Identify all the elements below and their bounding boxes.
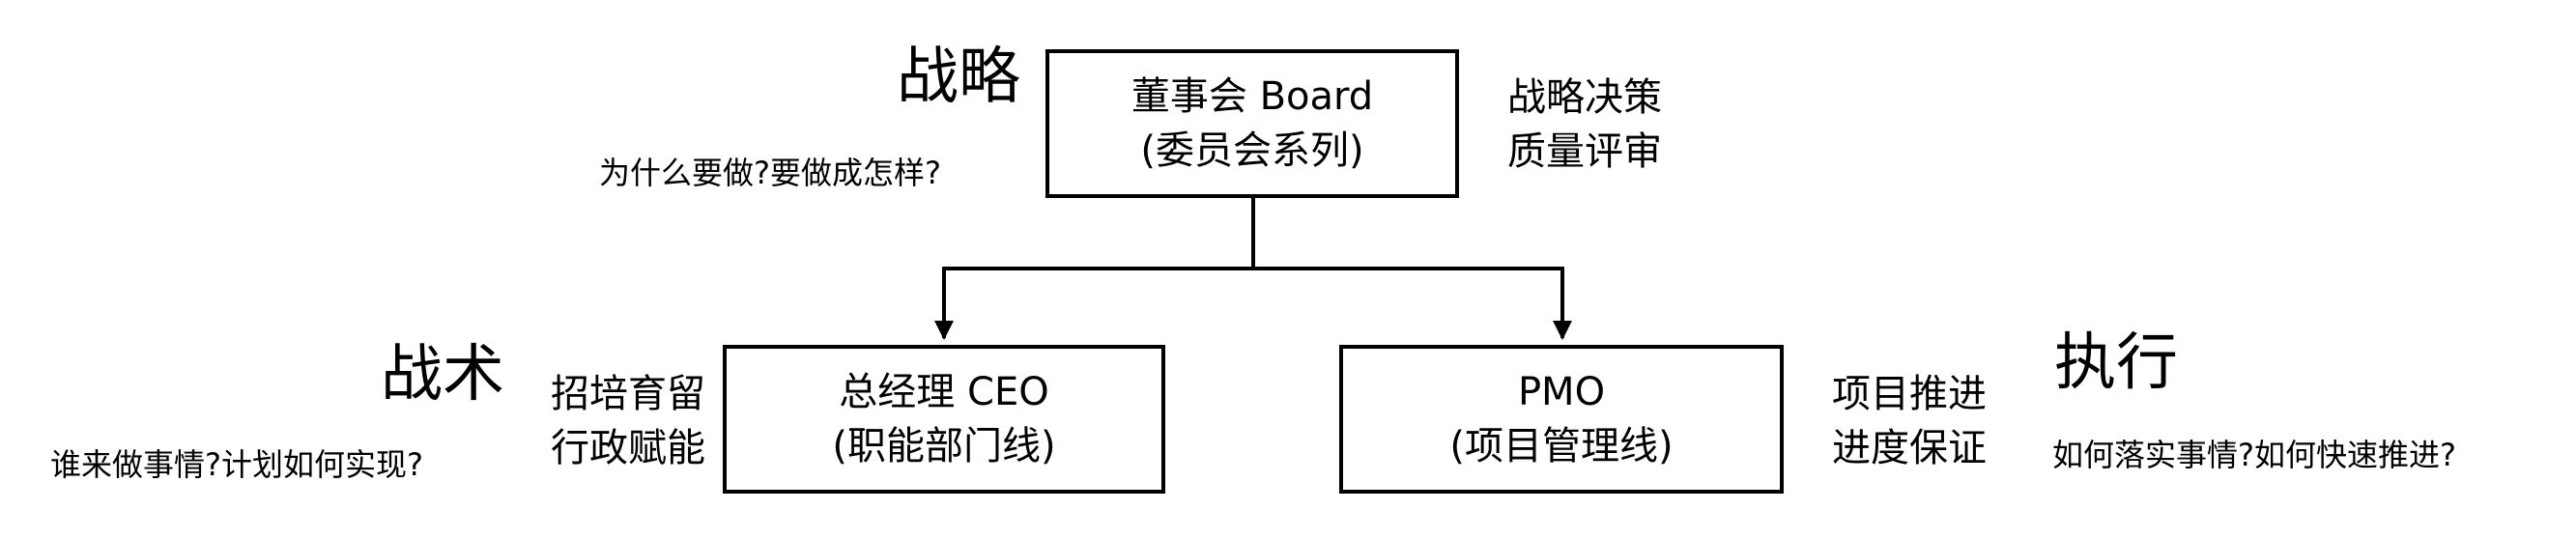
strategy-title: 战略 bbox=[897, 42, 1020, 113]
pmo-node-title: PMO bbox=[1517, 370, 1606, 414]
tactics-title: 战术 bbox=[381, 339, 504, 411]
board-node-subtitle: (委员会系列) bbox=[1140, 128, 1364, 173]
board-node: 董事会 Board (委员会系列) bbox=[1045, 49, 1459, 198]
board-node-title: 董事会 Board bbox=[1131, 74, 1374, 119]
tactics-duty-2: 行政赋能 bbox=[551, 426, 705, 470]
ceo-node: 总经理 CEO (职能部门线) bbox=[723, 345, 1165, 494]
tactics-question: 谁来做事情?计划如何实现? bbox=[50, 446, 423, 483]
strategy-duty-1: 战略决策 bbox=[1507, 75, 1662, 120]
tactics-duty-1: 招培育留 bbox=[551, 372, 705, 416]
ceo-node-subtitle: (职能部门线) bbox=[832, 424, 1056, 468]
strategy-question: 为什么要做?要做成怎样? bbox=[599, 155, 941, 191]
execution-title: 执行 bbox=[2054, 327, 2178, 399]
pmo-node-subtitle: (项目管理线) bbox=[1449, 424, 1674, 468]
pmo-node: PMO (项目管理线) bbox=[1339, 345, 1784, 494]
execution-duty-1: 项目推进 bbox=[1832, 372, 1987, 416]
execution-duty-2: 进度保证 bbox=[1832, 426, 1987, 470]
strategy-duty-2: 质量评审 bbox=[1507, 129, 1662, 174]
ceo-node-title: 总经理 CEO bbox=[839, 370, 1049, 414]
execution-question: 如何落实事情?如何快速推进? bbox=[2052, 437, 2456, 473]
